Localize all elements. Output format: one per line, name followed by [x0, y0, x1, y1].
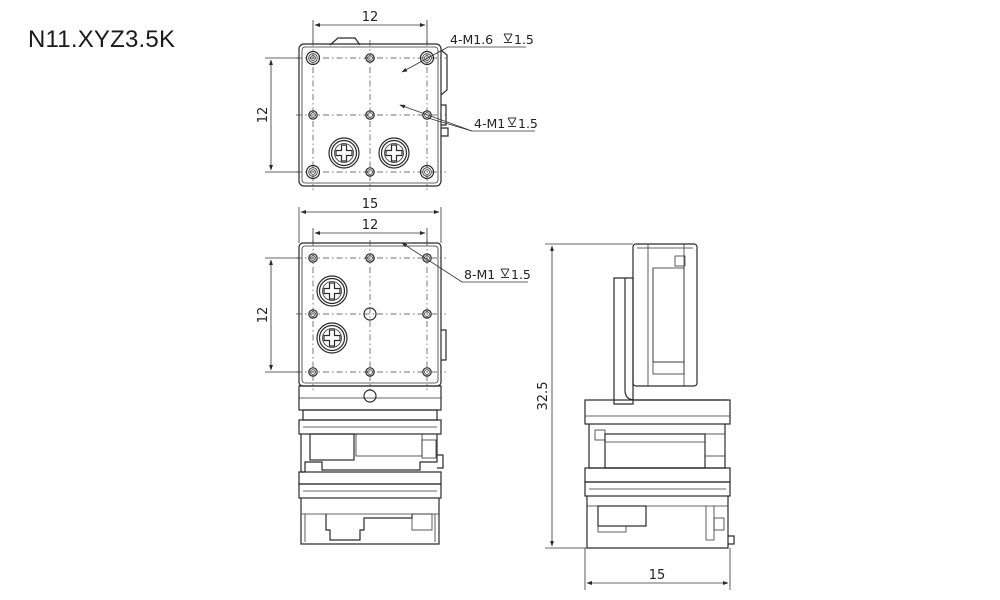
callout-large-holes: 4-M1.6 [450, 32, 493, 47]
front-view-dim-hole-width: 12 [362, 218, 379, 233]
top-view: 12 12 4-M1.6 1.5 4-M1 1.5 [256, 10, 538, 190]
side-view: 32.5 15 [536, 243, 735, 590]
top-view-dim-width: 12 [362, 10, 379, 25]
top-view-side-feature [440, 49, 448, 96]
front-view-dim-overall-width: 15 [362, 197, 379, 212]
callout-large-depth: 1.5 [514, 32, 534, 47]
screw-icon [378, 137, 410, 169]
front-view-dim-hole-height: 12 [256, 307, 271, 324]
callout-small-depth: 1.5 [518, 116, 538, 131]
top-view-dim-height: 12 [256, 107, 271, 124]
drawing-title: N11.XYZ3.5K [28, 26, 176, 53]
callout-front-depth: 1.5 [511, 267, 531, 282]
screw-icon [328, 137, 360, 169]
callout-front-holes: 8-M1 [464, 267, 495, 282]
callout-small-holes: 4-M1 [474, 116, 505, 131]
screw-icon [316, 322, 348, 354]
side-view-dim-height: 32.5 [536, 382, 551, 411]
front-view: 15 12 12 8-M1 1.5 [256, 197, 531, 545]
screw-icon [316, 275, 348, 307]
top-view-tab [329, 37, 361, 46]
side-view-dim-width: 15 [649, 568, 666, 583]
